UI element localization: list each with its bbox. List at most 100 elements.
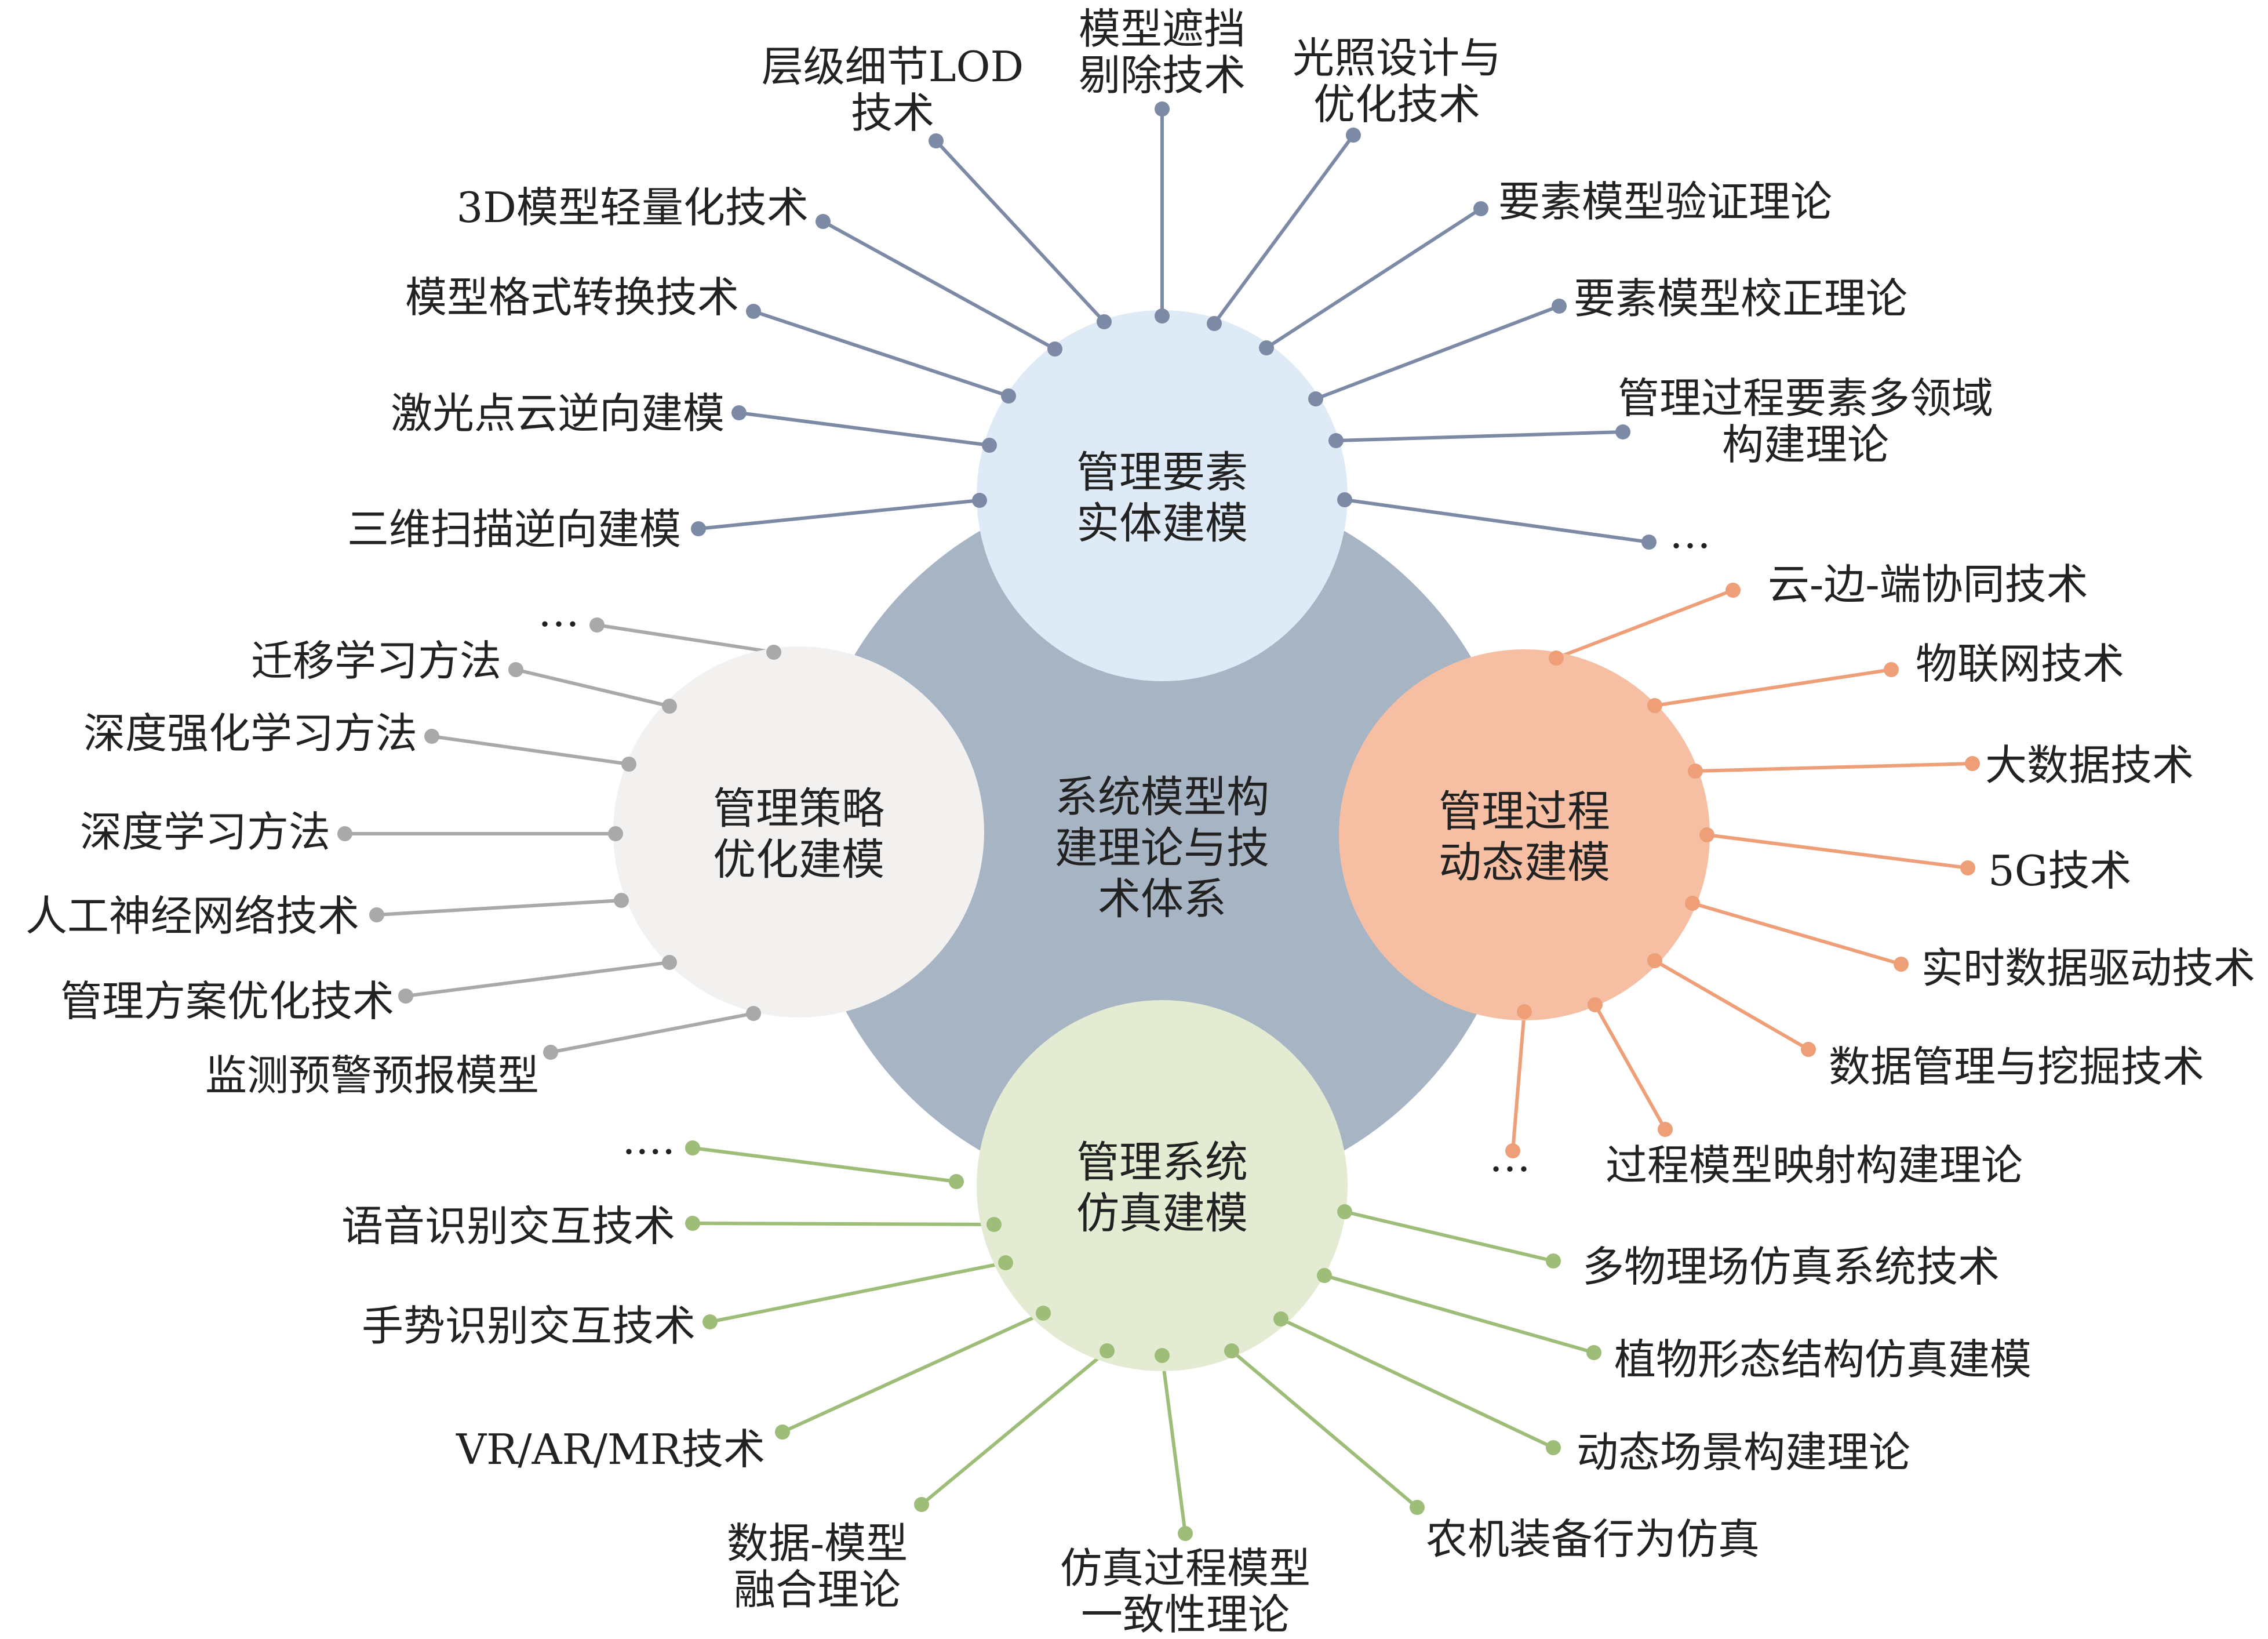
connector-dot [685,1140,700,1155]
circle-simulation [977,1000,1348,1371]
tech-label: 农机装备行为仿真 [1426,1515,1760,1564]
tech-label-line: 手势识别交互技术 [362,1302,696,1350]
tech-label-line: 深度学习方法 [80,808,330,856]
anchor-dot [608,826,623,841]
connector-dot [914,1497,929,1512]
title-simulation: 管理系统仿真建模 [1076,1138,1248,1238]
tech-label-line: 农机装备行为仿真 [1426,1515,1760,1564]
title-line: 优化建模 [713,835,884,885]
title-line: 管理要素 [1076,448,1248,497]
anchor-dot [621,757,636,772]
circle-strategy [613,646,984,1017]
anchor-dot [1224,1343,1239,1358]
center-title: 系统模型构建理论与技术体系 [1055,772,1269,924]
anchor-dot [1328,433,1344,448]
connector-line [431,735,629,766]
tech-label: 迁移学习方法 [251,637,501,685]
tech-label: 5G技术 [1988,846,2131,895]
anchor-dot [662,955,677,970]
connector-dot [1505,1143,1520,1158]
anchor-dot [1588,997,1603,1012]
connector-dot [337,826,352,841]
tech-label-line: 管理方案优化技术 [60,977,394,1026]
tech-label-line: 迁移学习方法 [251,637,501,685]
connector-line [1511,1011,1526,1151]
tech-label-line: … [1489,1132,1531,1181]
tech-label: 手势识别交互技术 [362,1302,696,1350]
tech-label: 要素模型校正理论 [1574,274,1907,323]
connector-dot [1894,957,1909,972]
tech-label-line: 大数据技术 [1985,741,2194,790]
connector-line [596,623,774,654]
connector-line [692,1222,995,1226]
tech-label: 3D模型轻量化技术 [456,183,809,232]
anchor-dot [1317,1268,1332,1283]
tech-label: 动态场景构建理论 [1577,1428,1910,1477]
tech-label-line: 植物形态结构仿真建模 [1614,1335,2032,1384]
tech-label: 植物形态结构仿真建模 [1614,1335,2032,1384]
tech-label-line: 管理过程要素多领域 [1618,374,1993,423]
connector-dot [685,1216,700,1231]
tech-label-line: 模型遮挡 [1079,5,1246,53]
tech-label: 管理方案优化技术 [60,977,394,1026]
anchor-dot [1647,698,1662,713]
tech-label: 光照设计与优化技术 [1293,34,1501,129]
connector-line [753,310,1009,398]
title-line: 实体建模 [1076,499,1248,548]
anchor-dot [998,1255,1013,1270]
tech-label-line: 物联网技术 [1916,639,2124,688]
connector-line [1335,430,1623,442]
tech-label: 深度强化学习方法 [83,709,417,758]
anchor-dot [1047,341,1062,357]
connector-line [376,899,622,917]
connector-line [1692,902,1902,966]
tech-label-line: 要素模型校正理论 [1574,274,1907,323]
connector-dot [1178,1526,1193,1541]
tech-label-line: 3D模型轻量化技术 [456,183,809,232]
title-line: 管理策略 [713,784,884,834]
connector-dot [1546,1440,1561,1455]
connector-dot [398,989,413,1004]
tech-label-line: 融合理论 [734,1565,901,1614]
tech-label-line: … [1669,509,1711,558]
center-title-line: 系统模型构 [1055,772,1269,822]
tech-label-line: 一致性理论 [1081,1590,1290,1639]
connector-line [1315,304,1560,401]
title-strategy: 管理策略优化建模 [713,784,884,885]
connector-line [405,961,670,998]
connector-dot [1546,1253,1561,1269]
group-process: 云-边-端协同技术物联网技术大数据技术5G技术实时数据驱动技术数据管理与挖掘技术… [1489,560,2255,1190]
tech-label-line: 激光点云逆向建模 [391,389,725,438]
tech-label: 模型遮挡剔除技术 [1079,5,1246,100]
anchor-dot [1100,1343,1115,1358]
tech-label-line: 语音识别交互技术 [341,1202,675,1251]
tech-label: 实时数据驱动技术 [1921,944,2255,993]
connector-line [1231,1349,1418,1509]
tech-label: 仿真过程模型一致性理论 [1060,1544,1310,1639]
connector-line [1654,959,1810,1051]
tech-label-line: 人工神经网络技术 [26,892,359,940]
anchor-dot [766,645,781,660]
connector-line [1160,1355,1187,1534]
connector-dot [1410,1500,1425,1515]
anchor-dot [1001,388,1016,404]
tech-label-line: 优化技术 [1313,80,1480,129]
tech-label: 要素模型验证理论 [1498,177,1832,226]
connector-dot [929,133,944,148]
anchor-dot [662,699,677,714]
connector-dot [369,907,384,922]
tech-label: 模型格式转换技术 [405,273,739,322]
connector-line [1695,762,1973,773]
circle-process [1339,649,1710,1020]
tech-label-line: 5G技术 [1988,846,2131,895]
tech-label-line: 技术 [851,89,934,137]
connector-dot [589,617,605,633]
tech-label-line: 动态场景构建理论 [1577,1428,1910,1477]
anchor-dot [1207,316,1222,331]
connector-line [550,1012,754,1054]
connector-dot [508,662,523,677]
group-strategy: …迁移学习方法深度强化学习方法深度学习方法人工神经网络技术管理方案优化技术监测预… [26,587,774,1100]
tech-label-line: 数据-模型 [727,1519,908,1568]
tech-label: 过程模型映射构建理论 [1606,1141,2023,1190]
connector-dot [702,1314,718,1329]
